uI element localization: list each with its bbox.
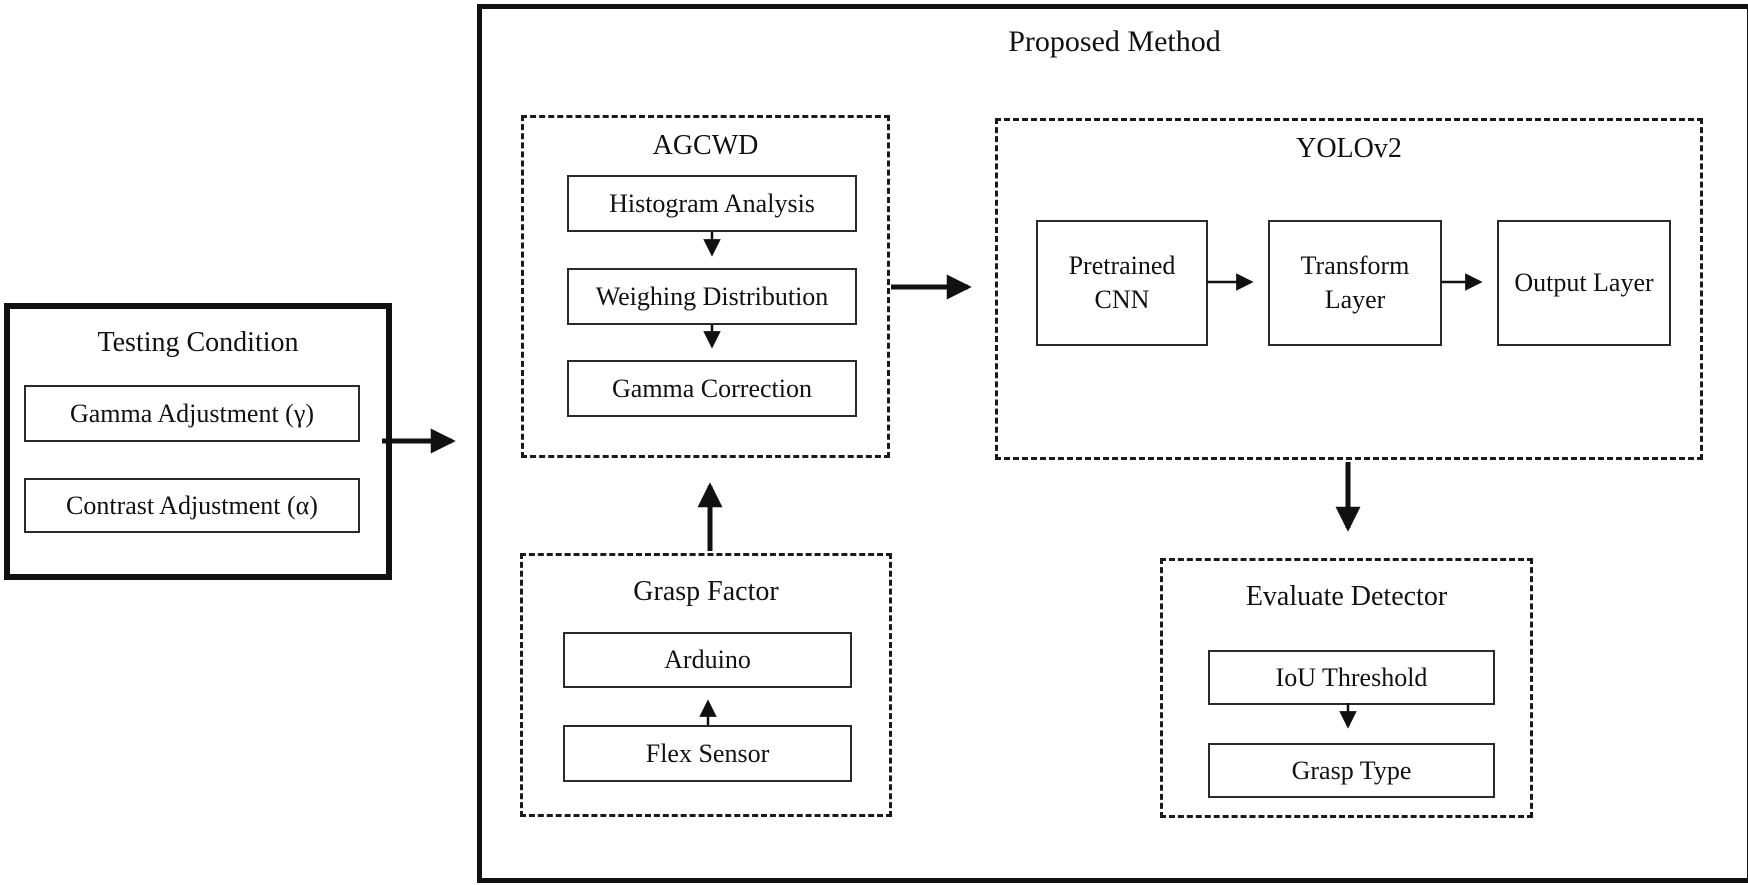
proposed-method-title: Proposed Method [1008,25,1221,58]
testing-condition-title: Testing Condition [97,327,299,358]
arduino-node: Arduino [563,632,852,688]
gamma-adjustment-node: Gamma Adjustment (γ) [24,385,360,442]
flex-sensor-node: Flex Sensor [563,725,852,782]
iou-threshold-node: IoU Threshold [1208,650,1495,705]
grasp-type-node: Grasp Type [1208,743,1495,798]
weighing-distribution-node: Weighing Distribution [567,268,857,325]
evaluate-detector-title: Evaluate Detector [1245,581,1448,612]
grasp-factor-group: Grasp Factor Arduino Flex Sensor [520,553,892,817]
agcwd-title: AGCWD [652,130,759,161]
pretrained-cnn-node: Pretrained CNN [1036,220,1208,346]
gamma-correction-node: Gamma Correction [567,360,857,417]
histogram-analysis-node: Histogram Analysis [567,175,857,232]
yolov2-group: YOLOv2 Pretrained CNN Transform Layer Ou… [995,118,1703,460]
yolov2-title: YOLOv2 [1296,133,1402,164]
contrast-adjustment-node: Contrast Adjustment (α) [24,478,360,533]
testing-condition-group: Testing Condition Gamma Adjustment (γ) C… [4,303,392,580]
grasp-factor-title: Grasp Factor [633,576,779,607]
agcwd-group: AGCWD Histogram Analysis Weighing Distri… [521,115,890,458]
transform-layer-node: Transform Layer [1268,220,1442,346]
output-layer-node: Output Layer [1497,220,1671,346]
evaluate-detector-group: Evaluate Detector IoU Threshold Grasp Ty… [1160,558,1533,818]
